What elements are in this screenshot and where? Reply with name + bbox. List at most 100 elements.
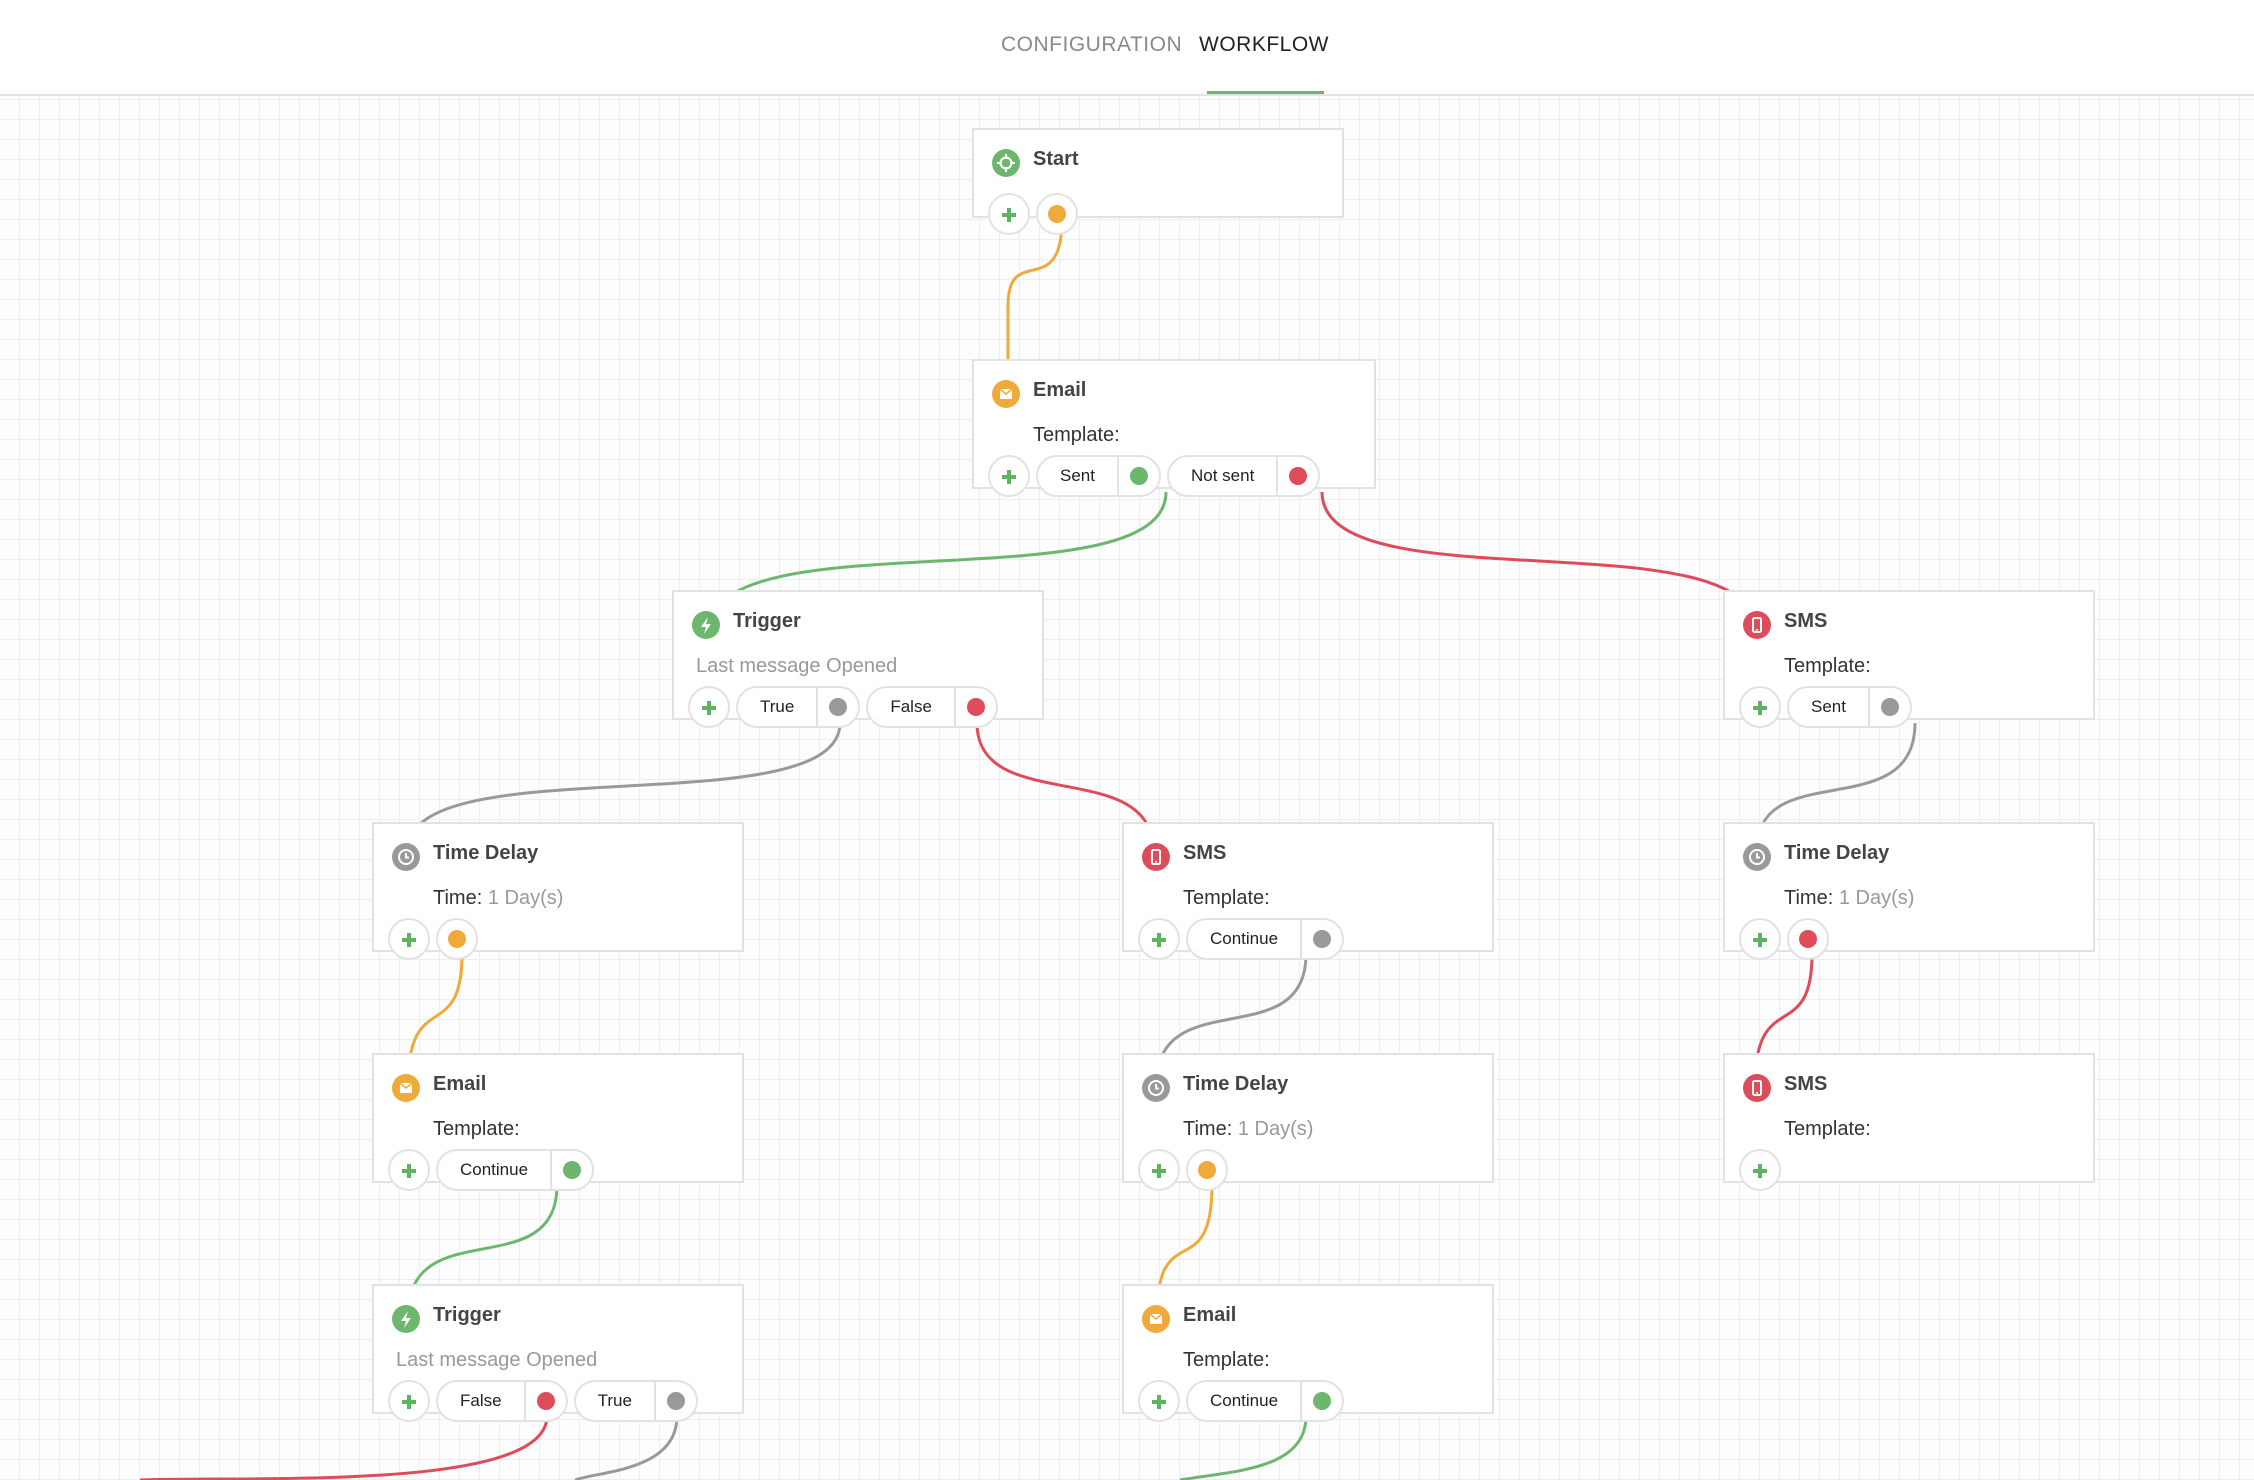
output-port[interactable] [1036,193,1078,235]
port-dot[interactable] [1313,930,1332,948]
template-label: Template: [433,1118,520,1140]
output-port-continue[interactable]: Continue [1186,1380,1345,1422]
node-time-delay[interactable]: Time Delay Time: 1 Day(s) [372,822,744,960]
delay-time: Time: 1 Day(s) [1183,1118,1313,1141]
add-step-button[interactable] [1739,686,1781,728]
port-dot[interactable] [1880,698,1899,716]
node-title: Email [1033,379,1087,401]
node-title: Time Delay [1183,1073,1289,1095]
template-label: Template: [1183,1349,1270,1371]
envelope-icon [992,380,1020,408]
add-step-button[interactable] [1138,1149,1180,1191]
port-dot[interactable] [1129,467,1148,485]
add-step-button[interactable] [1739,1149,1781,1191]
tab-configuration[interactable]: CONFIGURATION [1001,33,1183,56]
node-title: Start [1033,148,1079,170]
port-label: Sent [1789,688,1870,726]
node-title: Trigger [733,610,801,632]
add-step-button[interactable] [988,193,1030,235]
add-step-button[interactable] [388,1380,430,1422]
port-dot[interactable] [666,1392,685,1410]
node-sms[interactable]: SMS Template: Continue [1122,822,1494,960]
phone-icon [1743,611,1771,639]
node-start[interactable]: Start [972,128,1344,235]
connector-notsent-sms [1320,491,1757,631]
node-title: Email [433,1073,487,1095]
output-port-true[interactable]: True [736,686,861,728]
node-time-delay[interactable]: Time Delay Time: 1 Day(s) [1122,1053,1494,1191]
workflow-canvas[interactable]: Start Email Template: Sent Not sent Trig… [0,96,2254,1480]
trigger-condition: Last message Opened [696,655,898,677]
output-port-sent[interactable]: Sent [1036,455,1161,497]
node-email[interactable]: Email Template: Continue [1122,1284,1494,1422]
node-email[interactable]: Email Template: Sent Not sent [972,359,1376,497]
lightning-icon [692,611,720,639]
output-port-true[interactable]: True [573,1380,698,1422]
connection-lines [139,218,1917,1480]
node-title: Time Delay [433,842,539,864]
port-dot[interactable] [563,1161,582,1179]
active-tab-indicator [1207,91,1324,94]
node-email[interactable]: Email Template: Continue [372,1053,744,1191]
add-step-button[interactable] [1138,918,1180,960]
delay-time: Time: 1 Day(s) [433,887,563,910]
port-dot[interactable] [1289,467,1308,485]
port-label: False [868,688,956,726]
port-label: Not sent [1169,457,1279,495]
template-label: Template: [1033,424,1120,446]
node-time-delay[interactable]: Time Delay Time: 1 Day(s) [1723,822,2095,960]
output-port[interactable] [436,918,478,960]
top-tab-bar: CONFIGURATION WORKFLOW [0,0,2254,96]
clock-icon [392,843,420,871]
add-step-button[interactable] [1138,1380,1180,1422]
port-dot[interactable] [536,1392,555,1410]
output-port-continue[interactable]: Continue [1186,918,1345,960]
port-label: Sent [1038,457,1119,495]
add-step-button[interactable] [388,1149,430,1191]
node-title: Trigger [433,1304,501,1326]
phone-icon [1743,1074,1771,1102]
delay-value: 1 Day(s) [1237,1118,1314,1140]
lightning-icon [392,1305,420,1333]
node-sms[interactable]: SMS Template: Sent [1723,590,2095,728]
tab-workflow[interactable]: WORKFLOW [1199,33,1329,56]
add-step-button[interactable] [1739,918,1781,960]
add-step-button[interactable] [388,918,430,960]
add-step-button[interactable] [688,686,730,728]
port-dot[interactable] [1048,205,1066,223]
output-port[interactable] [1787,918,1829,960]
output-port-false[interactable]: False [436,1380,568,1422]
add-step-button[interactable] [988,455,1030,497]
clock-icon [1743,843,1771,871]
port-label: Continue [438,1151,553,1189]
port-dot[interactable] [1799,930,1817,948]
output-port[interactable] [1186,1149,1228,1191]
delay-value: 1 Day(s) [487,887,564,909]
crosshair-icon [992,149,1020,177]
delay-time: Time: 1 Day(s) [1784,887,1914,910]
node-title: Email [1183,1304,1237,1326]
phone-icon [1142,843,1170,871]
node-trigger[interactable]: Trigger Last message Opened False True [372,1284,744,1422]
delay-value: 1 Day(s) [1838,887,1915,909]
delay-label: Time: [1183,1118,1233,1140]
template-label: Template: [1784,655,1871,677]
node-title: SMS [1784,610,1828,632]
output-port-false[interactable]: False [866,686,998,728]
port-dot[interactable] [966,698,985,716]
port-label: True [738,688,819,726]
port-dot[interactable] [448,930,466,948]
node-sms[interactable]: SMS Template: [1723,1053,2095,1191]
envelope-icon [1142,1305,1170,1333]
port-dot[interactable] [1313,1392,1332,1410]
port-dot[interactable] [829,698,848,716]
output-port-sent[interactable]: Sent [1787,686,1912,728]
port-label: False [438,1382,526,1420]
template-label: Template: [1183,887,1270,909]
port-dot[interactable] [1198,1161,1216,1179]
port-label: True [576,1382,656,1420]
node-trigger[interactable]: Trigger Last message Opened True False [672,590,1044,728]
output-port-continue[interactable]: Continue [436,1149,595,1191]
port-label: Continue [1188,920,1303,958]
output-port-not-sent[interactable]: Not sent [1166,455,1321,497]
